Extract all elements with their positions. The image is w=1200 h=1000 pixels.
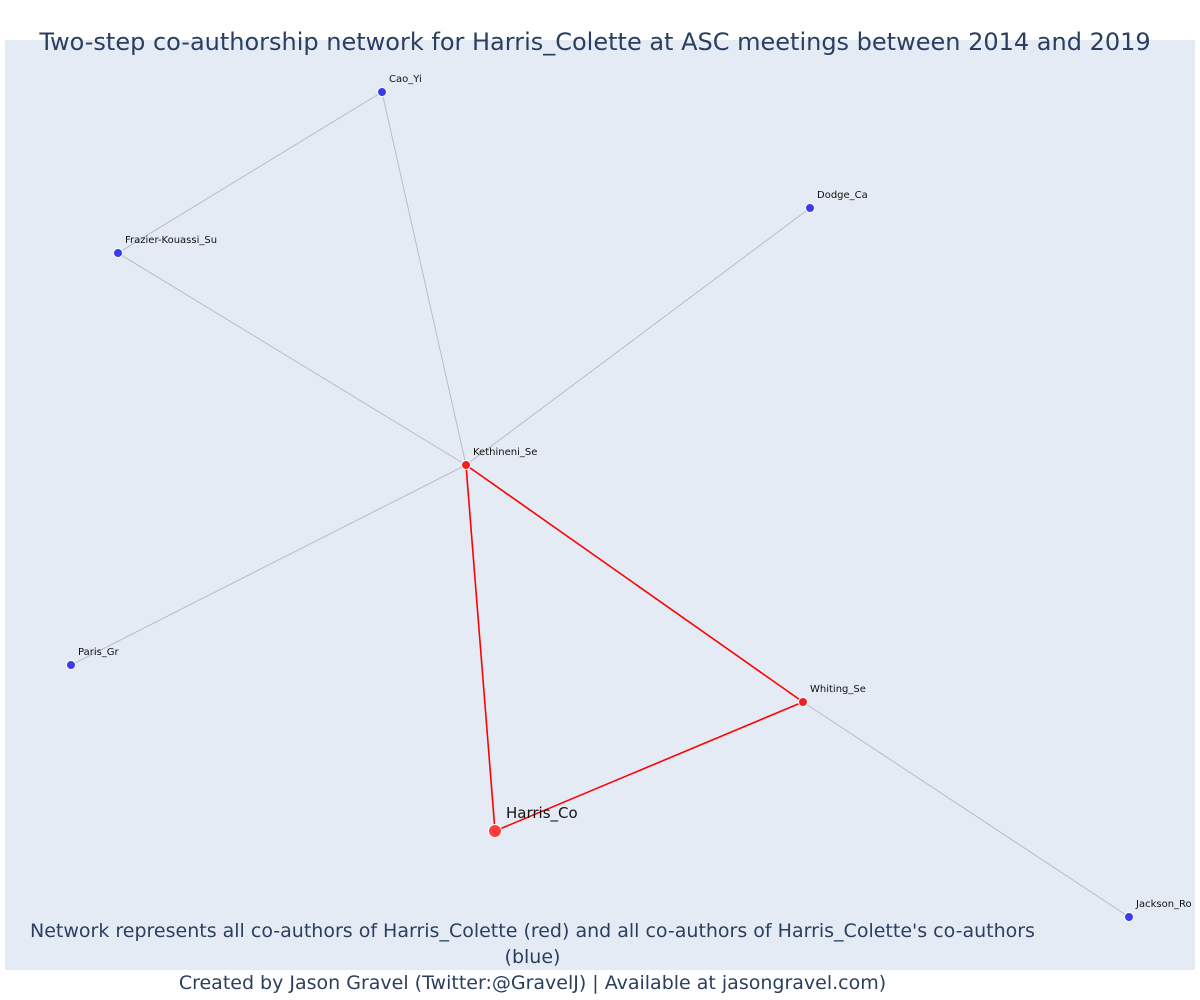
plot-area (5, 40, 1195, 970)
node-label-paris-gr: Paris_Gr (78, 647, 120, 658)
node-label-whiting-se: Whiting_Se (810, 684, 866, 695)
nodes-layer (66, 87, 1134, 922)
node-dodge-ca[interactable] (805, 203, 815, 213)
node-label-frazier-kouassi-su: Frazier-Kouassi_Su (125, 235, 217, 246)
edge-whiting-se-jackson-ro (802, 701, 1130, 918)
node-whiting-se[interactable] (798, 697, 808, 707)
caption-line-1: Network represents all co-authors of Har… (30, 920, 1035, 968)
node-jackson-ro[interactable] (1124, 912, 1134, 922)
node-label-cao-yi: Cao_Yi (389, 74, 422, 85)
edge-kethineni-se-dodge-ca (465, 207, 811, 466)
node-paris-gr[interactable] (66, 660, 76, 670)
node-label-kethineni-se: Kethineni_Se (473, 447, 537, 458)
edge-kethineni-se-paris-gr (70, 464, 467, 666)
edge-cao-yi-frazier-kouassi-su (117, 91, 383, 254)
edge-kethineni-se-frazier-kouassi-su (117, 252, 467, 466)
edge-harris-co-whiting-se (494, 701, 804, 832)
node-label-jackson-ro: Jackson_Ro (1135, 899, 1192, 910)
caption-line-2: Created by Jason Gravel (Twitter:@Gravel… (178, 972, 887, 994)
node-kethineni-se[interactable] (461, 460, 471, 470)
node-harris-co[interactable] (488, 824, 502, 838)
node-label-harris-co: Harris_Co (506, 804, 578, 823)
edges-layer (70, 91, 1130, 918)
caption: Network represents all co-authors of Har… (0, 918, 1065, 996)
edge-kethineni-se-whiting-se (465, 464, 804, 703)
node-cao-yi[interactable] (377, 87, 387, 97)
edge-kethineni-se-cao-yi (381, 91, 467, 466)
chart-title: Two-step co-authorship network for Harri… (39, 28, 1151, 56)
node-frazier-kouassi-su[interactable] (113, 248, 123, 258)
node-label-dodge-ca: Dodge_Ca (817, 190, 868, 201)
edge-harris-co-kethineni-se (465, 464, 496, 832)
